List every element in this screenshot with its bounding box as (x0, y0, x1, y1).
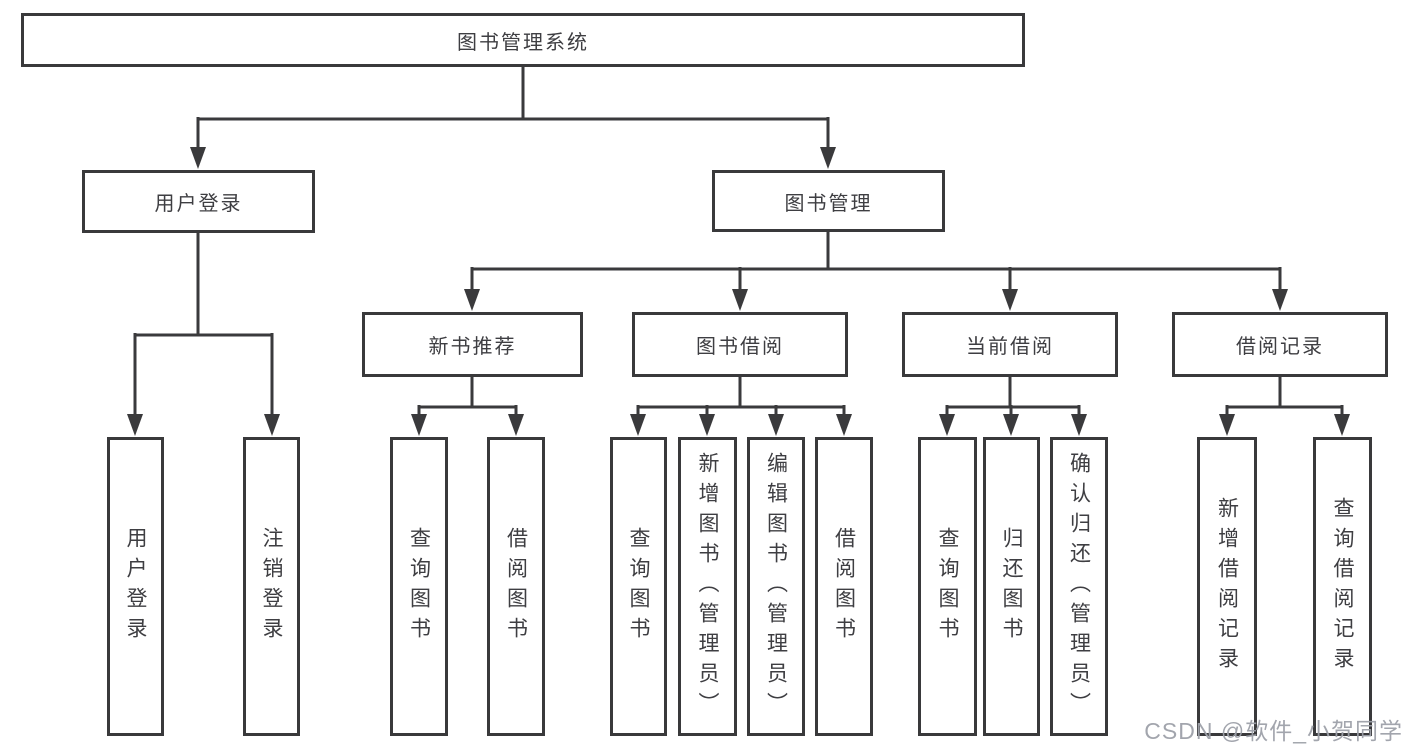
leaf-newbooks-borrow: 借阅图书 (487, 437, 545, 736)
leaf-records-query: 查询借阅记录 (1313, 437, 1372, 736)
leaf-current-return: 归还图书 (983, 437, 1040, 736)
book-borrowing-node: 图书借阅 (632, 312, 848, 377)
leaf-logout: 注销登录 (243, 437, 300, 736)
leaf-user-login: 用户登录 (107, 437, 164, 736)
leaf-current-confirm-admin: 确认归还（管理员） (1050, 437, 1108, 736)
leaf-borrowing-borrow: 借阅图书 (815, 437, 873, 736)
root-node: 图书管理系统 (21, 13, 1025, 67)
csdn-watermark: CSDN @软件_小贺同学 (1144, 718, 1403, 744)
leaf-newbooks-query: 查询图书 (390, 437, 448, 736)
user-login-node: 用户登录 (82, 170, 315, 233)
new-books-node: 新书推荐 (362, 312, 583, 377)
leaf-borrowing-query: 查询图书 (610, 437, 667, 736)
leaf-current-query: 查询图书 (918, 437, 977, 736)
current-borrow-node: 当前借阅 (902, 312, 1118, 377)
leaf-borrowing-add-admin: 新增图书（管理员） (678, 437, 737, 736)
borrow-records-node: 借阅记录 (1172, 312, 1388, 377)
leaf-records-add: 新增借阅记录 (1197, 437, 1257, 736)
leaf-borrowing-edit-admin: 编辑图书（管理员） (747, 437, 805, 736)
arrowheads (127, 147, 1350, 436)
book-mgmt-node: 图书管理 (712, 170, 945, 232)
